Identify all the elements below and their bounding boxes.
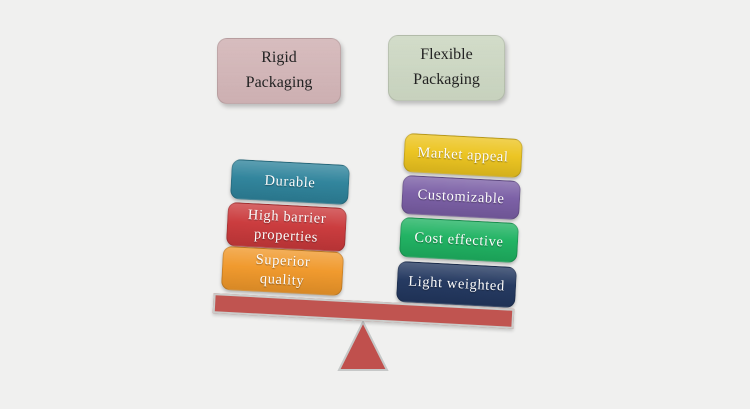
seesaw-fulcrum-triangle [337, 320, 389, 371]
rigid-item-durable: Durable [230, 158, 350, 206]
rigid-item-high-barrier-properties: High barrier properties [225, 201, 348, 253]
fulcrum-triangle-shape [337, 320, 389, 371]
rigid-packaging-header: Rigid Packaging [217, 38, 341, 104]
flexible-item-light-weighted: Light weighted [396, 260, 517, 309]
flexible-item-customizable: Customizable [401, 174, 521, 221]
flexible-item-cost-effective: Cost effective [399, 216, 519, 264]
flexible-item-market-appeal: Market appeal [403, 132, 523, 179]
rigid-item-superior-quality: Superior quality [220, 245, 345, 297]
flexible-packaging-header: Flexible Packaging [388, 35, 505, 101]
